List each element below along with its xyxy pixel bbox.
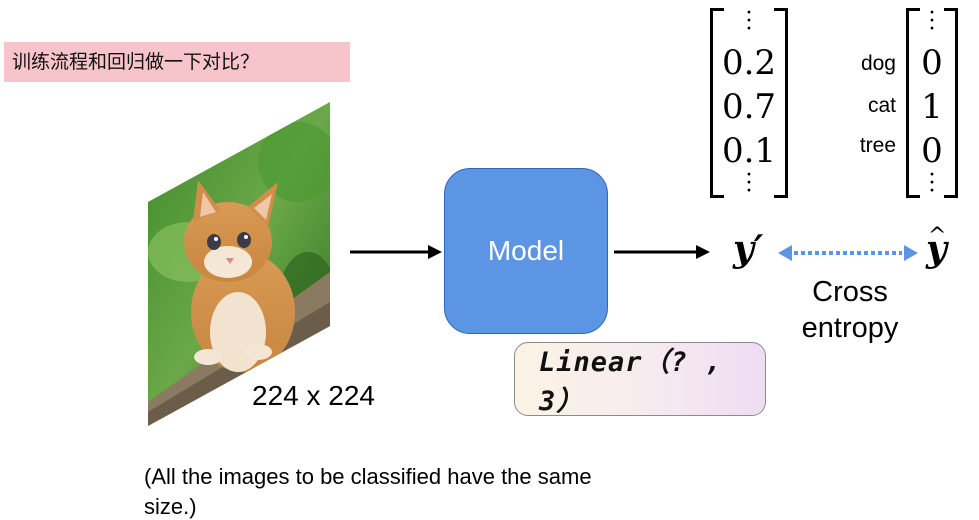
linear-layer-box: Linear（? , 3）: [514, 342, 766, 417]
output-arrow: [614, 245, 710, 259]
linear-label: Linear（? , 3）: [539, 347, 723, 417]
prediction-value: 0.7: [721, 87, 777, 127]
target-vdots-bottom: ···: [928, 163, 936, 204]
kitten-image: [148, 102, 330, 426]
target-value: 0: [921, 131, 943, 171]
target-vector: ··· 0 1 0 ···: [906, 1, 958, 204]
target-hat: ^: [928, 224, 947, 249]
target-bracket-right: [944, 8, 958, 198]
input-arrow: [350, 245, 442, 259]
cross-entropy-arrow: [778, 245, 918, 261]
question-banner: 训练流程和回归做一下对比？: [4, 42, 350, 82]
prediction-bracket-left: [710, 8, 724, 198]
class-label: dog: [860, 52, 896, 75]
prediction-symbol: y′: [733, 228, 764, 270]
prediction-bracket-right: [774, 8, 788, 198]
target-value: 1: [921, 87, 943, 127]
prediction-vdots-top: ···: [745, 1, 753, 42]
model-label: Model: [487, 235, 565, 266]
prediction-vector: ··· 0.2 0.7 0.1 ···: [710, 1, 788, 204]
same-size-note: (All the images to be classified have th…: [144, 464, 592, 519]
prediction-vdots-bottom: ···: [745, 163, 753, 204]
target-symbol: y: [926, 228, 947, 270]
prediction-value: 0.2: [721, 43, 777, 83]
target-value: 0: [921, 43, 943, 83]
target-bracket-left: [906, 8, 920, 198]
cross-entropy-label: Cross entropy: [801, 276, 899, 344]
prediction-value: 0.1: [721, 131, 777, 171]
class-label: cat: [867, 94, 896, 117]
target-vdots-top: ···: [928, 1, 936, 42]
model-box: Model: [444, 168, 608, 334]
class-label: tree: [859, 134, 896, 157]
image-size-label: 224 x 224: [252, 380, 375, 411]
